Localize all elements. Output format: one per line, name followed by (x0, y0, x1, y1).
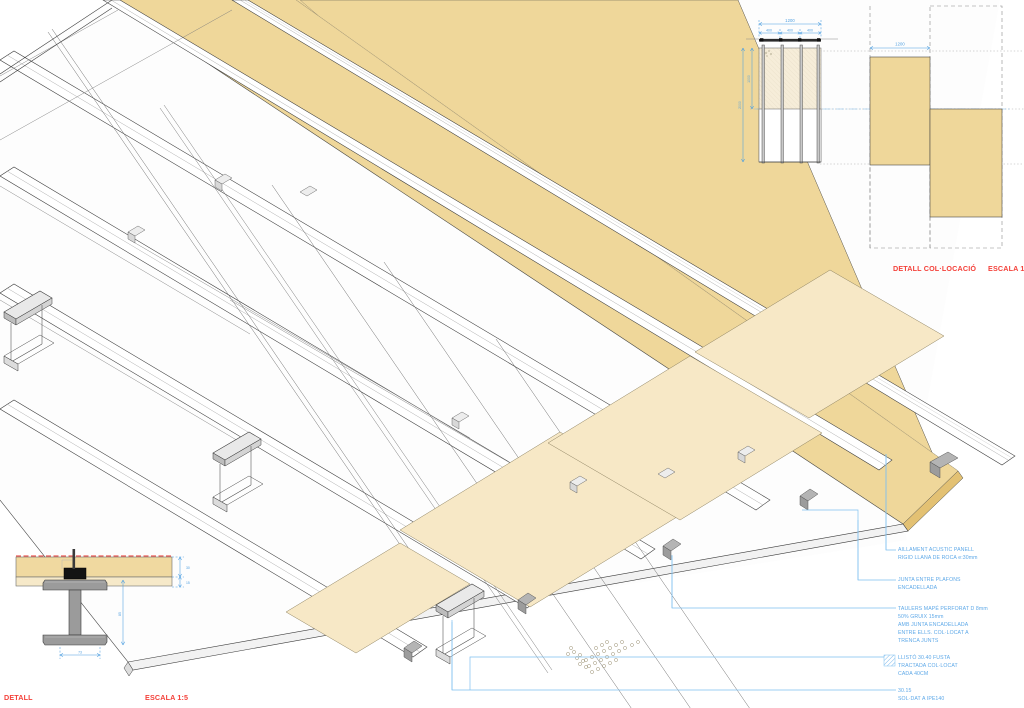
dim-plan-top-total (758, 20, 822, 37)
steel-beam-supports (3, 290, 487, 665)
section-detail-group: 30 15 85 73 DETALL ESCALA 1:5 (4, 549, 190, 702)
plan-section-left (746, 38, 838, 164)
plan-panel-upper-left (869, 56, 931, 166)
section-fixing-block (63, 567, 87, 580)
ipe-beam-1 (3, 290, 55, 372)
dim-plan-left-inner-label: 1000 (747, 75, 751, 83)
plan-detail-title: DETALL COL·LOCACIÓ (893, 264, 976, 273)
annot-taulers-line-1: 50% GRUIX 15mm (898, 614, 944, 620)
annot-taulers-line-2: AMB JUNTA ENCADELLADA (898, 622, 969, 628)
secondary-frame-lines (0, 9, 561, 493)
dim-section-board-label: 15 (186, 581, 190, 585)
plan-panel-lower-right (929, 108, 1003, 218)
dim-section-panel (172, 556, 184, 578)
section-fixing-stem (72, 549, 76, 569)
annot-llisto-line-2: CADA 40CM (898, 671, 928, 677)
annot-taulers-line-3: ENTRE ELLS. COL·LOCAT A (898, 630, 969, 636)
annot-aillament-line-0: AILLAMENT ACUSTIC PANELL (898, 547, 974, 553)
annot-junta-line-0: JUNTA ENTRE PLAFONS (898, 577, 961, 583)
annot-junta-line-1: ENCADELLADA (898, 585, 938, 591)
ipe-beam-3 (435, 583, 487, 665)
dim-section-board (172, 576, 184, 588)
plan-detail-group: 1200 400 400 400 1000 2000 (738, 5, 1024, 273)
dim-plan-top-total-label: 1200 (785, 18, 795, 23)
dim-plan-seg-3: 400 (807, 29, 813, 33)
annotation-texts: AILLAMENT ACUSTIC PANELL RIGID LLANA DE … (883, 547, 988, 702)
dim-plan-right-width-label: 1200 (895, 42, 905, 47)
dim-section-beam-width (59, 647, 101, 659)
annot-soldat-line-1: SOL·DAT A IPE140 (898, 696, 944, 702)
annotation-frame-lines (451, 454, 887, 690)
ipe-beam-2 (212, 431, 264, 513)
annot-llisto-line-0: LLISTÓ 30.40 FUSTA (898, 654, 951, 661)
dim-plan-left-total-label: 2000 (738, 101, 742, 109)
dim-plan-seg-1: 400 (766, 29, 772, 33)
runner-end-caps (127, 173, 959, 663)
annot-taulers-line-0: TAULERS MAPÉ PERFORAT D 8mm (898, 605, 988, 612)
dim-plan-segments (758, 29, 822, 38)
dim-plan-seg-2: 400 (787, 29, 793, 33)
llisto-hatch-swatch (883, 654, 896, 667)
dim-section-beam-height-label: 85 (118, 612, 122, 616)
annot-taulers-line-4: TRENCA JUNTS (898, 638, 939, 644)
plan-staggered-panels (869, 56, 1003, 218)
dim-section-beam-height (120, 579, 126, 646)
dim-section-beam-width-label: 73 (78, 651, 82, 655)
annot-aillament-line-1: RIGID LLANA DE ROCA e:30mm (898, 555, 978, 561)
annot-llisto-line-1: TRACTADA COL·LOCAT (898, 663, 959, 669)
section-detail-scale: ESCALA 1:5 (145, 693, 188, 702)
dim-section-panel-label: 30 (186, 566, 190, 570)
perforation-dots (566, 640, 640, 674)
plan-detail-scale: ESCALA 1:50 (988, 264, 1024, 273)
ceiling-panels-cream (285, 269, 945, 654)
dim-plan-right-width (869, 46, 931, 50)
annot-soldat-line-0: 30.15 (898, 688, 911, 694)
section-ipe-beam (42, 579, 108, 646)
section-layer-panel (15, 556, 173, 578)
dim-plan-left-total (741, 47, 745, 163)
dim-plan-left-inner (750, 47, 754, 110)
section-detail-title: DETALL (4, 693, 33, 702)
